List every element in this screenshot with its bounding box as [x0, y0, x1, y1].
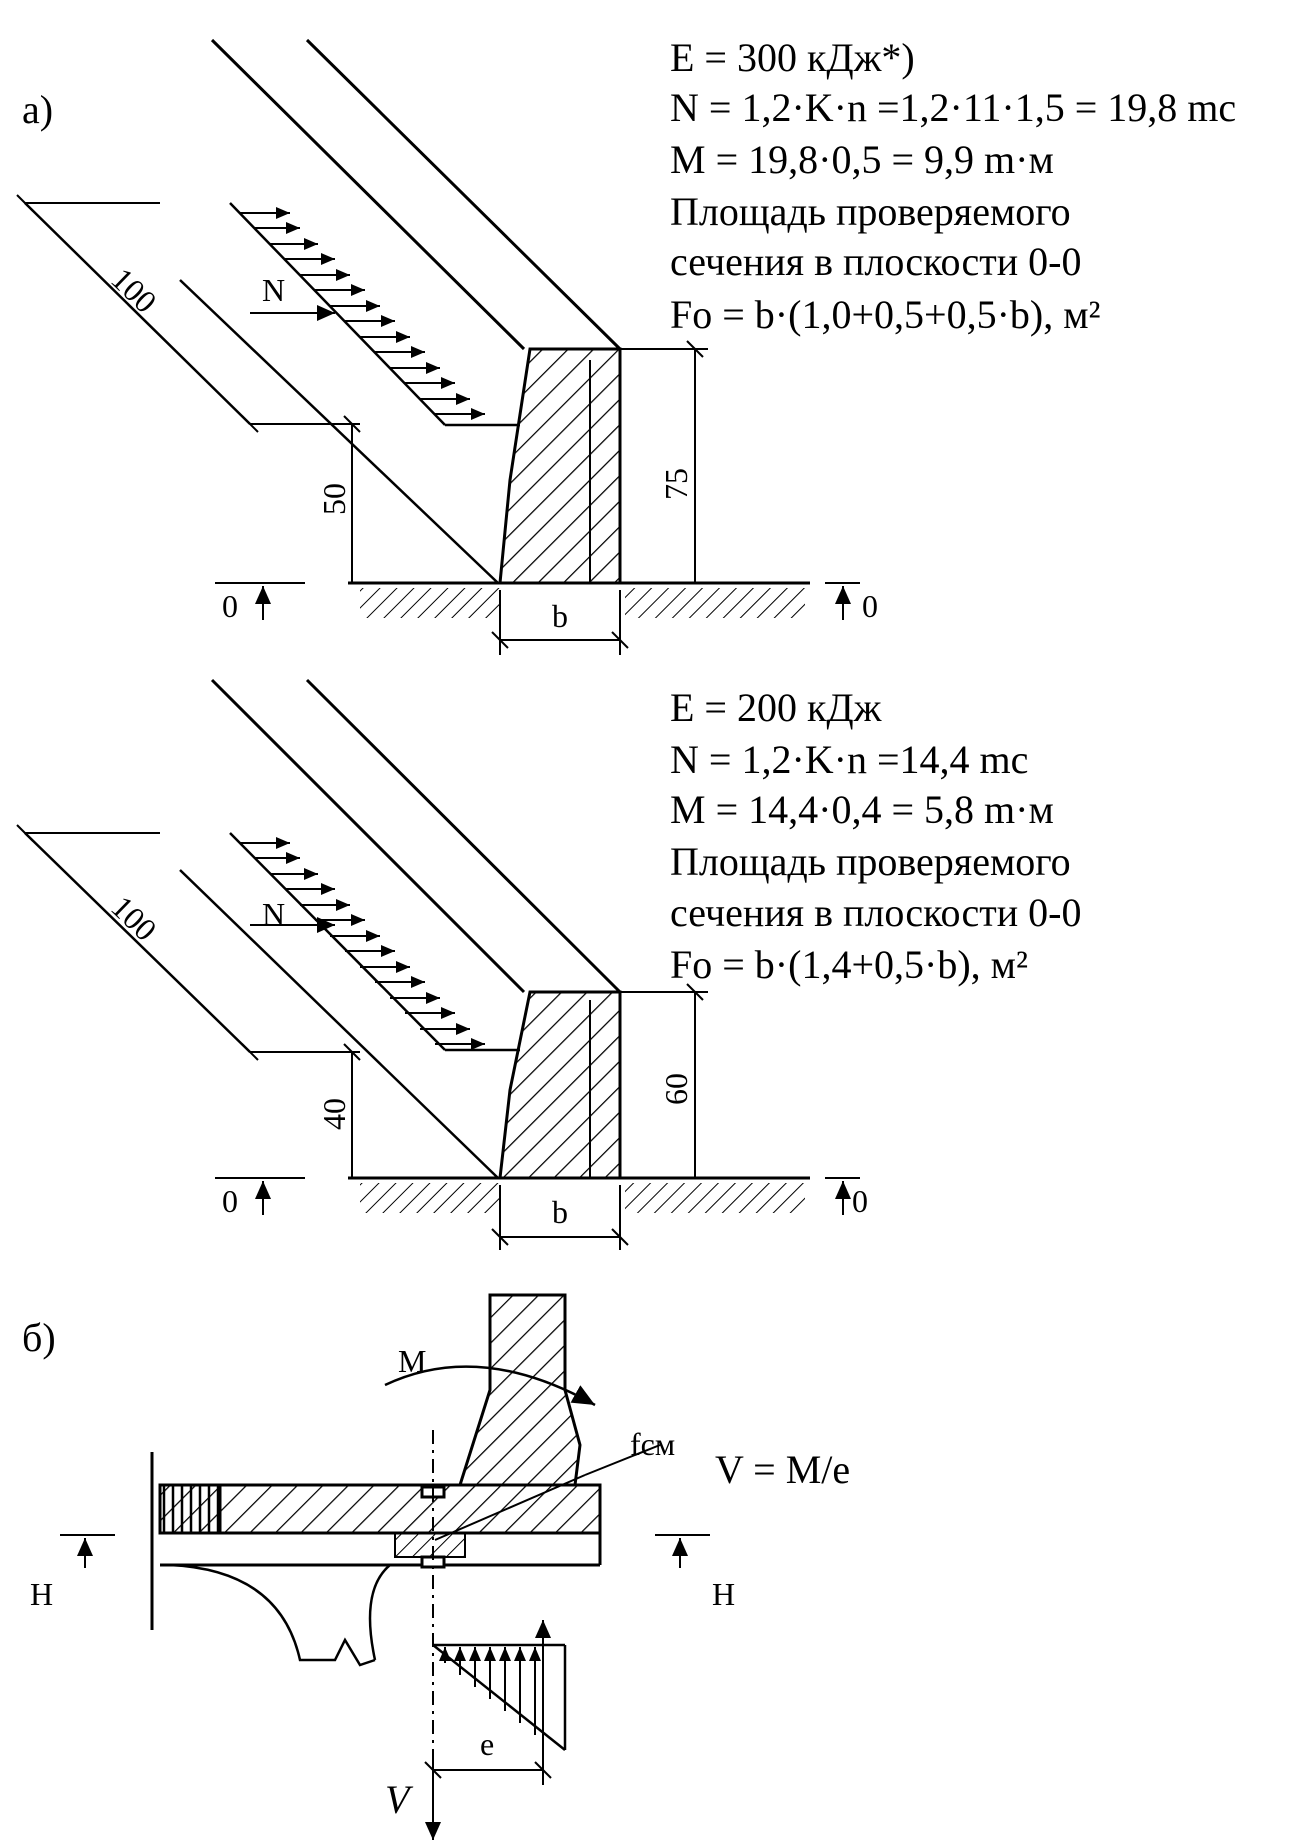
- case1-line-area-plane: сечения в плоскости 0-0: [670, 239, 1082, 284]
- case1-line-area-formula: Fo = b·(1,0+0,5+0,5·b), м²: [670, 292, 1101, 337]
- panel-b-equation: V = M/e: [715, 1447, 851, 1492]
- case1-line-force: N = 1,2·K·n =1,2·11·1,5 = 19,8 mc: [670, 85, 1237, 130]
- panel-b-stress-label: fсм: [630, 1426, 676, 1462]
- case2-dim-lower: 40: [316, 1098, 352, 1130]
- case2-dim-height: 60: [658, 1073, 694, 1105]
- case1-drawing: [16, 38, 860, 655]
- case1-dim-width: b: [552, 598, 568, 634]
- case2-force-label: N: [262, 896, 286, 932]
- panel-b-slab: [158, 1483, 602, 1535]
- case2-barrier: [498, 990, 622, 1180]
- case2-drawing: [16, 678, 860, 1250]
- case2-section-right: 0: [852, 1183, 868, 1219]
- case1-dim-height: 75: [658, 468, 694, 500]
- case1-section-right: 0: [862, 588, 878, 624]
- case1-line-moment: M = 19,8·0,5 = 9,9 m·м: [670, 137, 1054, 182]
- case2-line-energy: E = 200 кДж: [670, 685, 882, 730]
- panel-b-barrier: [457, 1293, 582, 1487]
- case2-line-area-formula: Fo = b·(1,4+0,5·b), м²: [670, 942, 1028, 987]
- panel-a-label: а): [22, 87, 54, 132]
- panel-b-reaction: V: [385, 1777, 410, 1822]
- case2-line-force: N = 1,2·K·n =14,4 mc: [670, 737, 1029, 782]
- panel-b-eccentricity: e: [480, 1726, 495, 1762]
- panel-b-section-left: H: [30, 1576, 54, 1612]
- case2-section-left: 0: [222, 1183, 238, 1219]
- case1-barrier: [498, 347, 622, 585]
- panel-b-label: б): [22, 1315, 56, 1360]
- case2-line-area-plane: сечения в плоскости 0-0: [670, 890, 1082, 935]
- case2-dim-width: b: [552, 1194, 568, 1230]
- case1-line-energy: E = 300 кДж*): [670, 35, 915, 80]
- case2-line-area-title: Площадь проверяемого: [670, 839, 1071, 884]
- case1-force-label: N: [262, 272, 286, 308]
- panel-b-section-right: H: [712, 1576, 736, 1612]
- case1-slope-line-1: [210, 38, 526, 351]
- panel-b-moment: M: [398, 1343, 427, 1379]
- panel-b-drawing: [60, 1293, 710, 1840]
- case1-dim-lower: 50: [316, 483, 352, 515]
- case1-slope-line-2: [305, 38, 622, 351]
- case1-line-area-title: Площадь проверяемого: [670, 189, 1071, 234]
- case1-section-left: 0: [222, 588, 238, 624]
- case2-line-moment: M = 14,4·0,4 = 5,8 m·м: [670, 787, 1054, 832]
